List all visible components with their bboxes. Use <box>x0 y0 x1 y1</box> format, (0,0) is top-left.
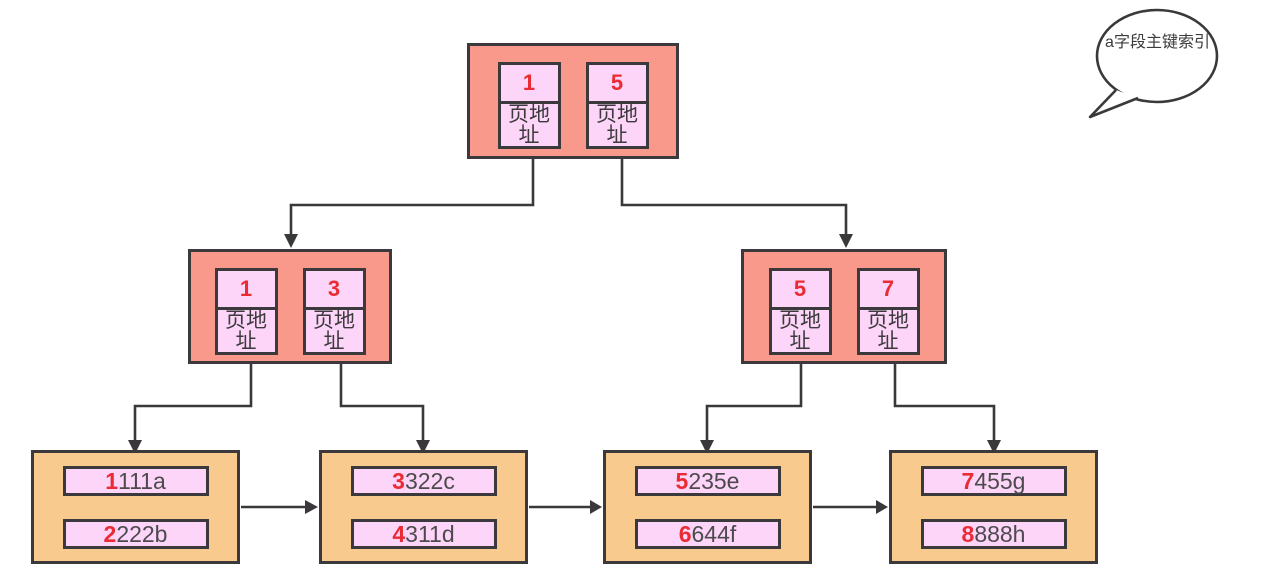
record-value: 644f <box>691 520 737 547</box>
page-address-label: 页地址 <box>225 309 267 353</box>
page-address-label: 页地址 <box>596 103 638 147</box>
callout-text: a字段主键索引 <box>1105 34 1210 51</box>
record-key: 7 <box>961 467 975 494</box>
internal-right-cell-2: 7 页地址 <box>856 268 920 355</box>
internal-node-left: 1 页地址 3 页地址 <box>188 249 392 364</box>
record-key: 8 <box>961 520 975 547</box>
record-value: 235e <box>688 467 740 494</box>
internal-left-cell-2: 3 页地址 <box>302 268 366 355</box>
page-address-label: 页地址 <box>508 103 550 147</box>
key-value: 3 <box>305 271 363 310</box>
record-value: 222b <box>116 520 168 547</box>
key-value: 5 <box>771 271 829 310</box>
record-value: 311d <box>405 520 455 547</box>
root-cell-2: 5 页地址 <box>585 62 649 149</box>
key-value: 1 <box>500 65 558 104</box>
record-key: 1 <box>105 467 119 494</box>
internal-left-cell-1: 1 页地址 <box>214 268 278 355</box>
record-key: 2 <box>103 520 117 547</box>
internal-right-cell-1: 5 页地址 <box>768 268 832 355</box>
record-value: 322c <box>404 467 455 494</box>
record-key: 4 <box>392 520 406 547</box>
record-key: 3 <box>392 467 405 494</box>
root-node: 1 页地址 5 页地址 <box>467 43 679 159</box>
key-value: 1 <box>217 271 275 310</box>
callout-bubble: a字段主键索引 <box>1080 2 1230 127</box>
root-cell-1: 1 页地址 <box>497 62 561 149</box>
record-value: 888h <box>974 520 1026 547</box>
internal-node-right: 5 页地址 7 页地址 <box>741 249 947 364</box>
record-value: 455g <box>974 467 1026 494</box>
record-key: 5 <box>675 467 689 494</box>
page-address-label: 页地址 <box>779 309 821 353</box>
page-address-label: 页地址 <box>313 309 355 353</box>
speech-bubble-shape <box>1088 8 1219 119</box>
page-address-label: 页地址 <box>867 309 909 353</box>
record-key: 6 <box>678 520 692 547</box>
record-value: 111a <box>118 467 166 494</box>
key-value: 5 <box>588 65 646 104</box>
key-value: 7 <box>859 271 917 310</box>
